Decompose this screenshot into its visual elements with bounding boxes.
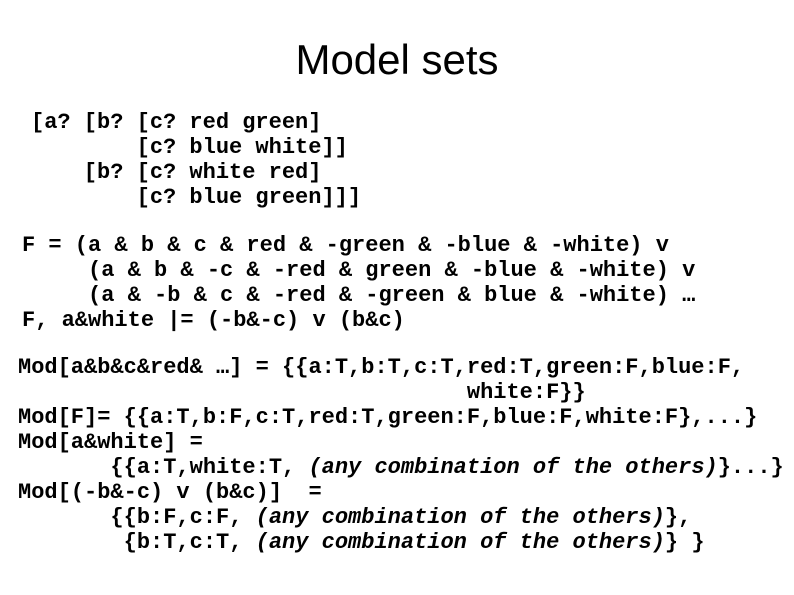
- code-line: {{b:F,c:F, (any combination of the other…: [18, 505, 784, 530]
- model-tree-block: [a? [b? [c? red green] [c? blue white]] …: [31, 110, 361, 210]
- code-text: [c? blue white]]: [31, 135, 348, 160]
- formula-block: F = (a & b & c & red & -green & -blue & …: [22, 233, 695, 333]
- code-line: Mod[F]= {{a:T,b:F,c:T,red:T,green:F,blue…: [18, 405, 784, 430]
- code-text: F, a&white |= (-b&-c) v (b&c): [22, 308, 405, 333]
- code-line: [c? blue white]]: [31, 135, 361, 160]
- code-line: Mod[(-b&-c) v (b&c)] =: [18, 480, 784, 505]
- code-line: [c? blue green]]]: [31, 185, 361, 210]
- code-text: white:F}}: [18, 380, 586, 405]
- code-line: (a & b & -c & -red & green & -blue & -wh…: [22, 258, 695, 283]
- code-line: F = (a & b & c & red & -green & -blue & …: [22, 233, 695, 258]
- code-line: {b:T,c:T, (any combination of the others…: [18, 530, 784, 555]
- italic-note: (any combination of the others): [255, 530, 665, 555]
- code-line: Mod[a&white] =: [18, 430, 784, 455]
- code-text: [a? [b? [c? red green]: [31, 110, 322, 135]
- code-text: Mod[a&b&c&red& …] = {{a:T,b:T,c:T,red:T,…: [18, 355, 745, 380]
- code-line: Mod[a&b&c&red& …] = {{a:T,b:T,c:T,red:T,…: [18, 355, 784, 380]
- italic-note: (any combination of the others): [255, 505, 665, 530]
- code-line: [a? [b? [c? red green]: [31, 110, 361, 135]
- code-text: } }: [664, 530, 705, 555]
- code-line: {{a:T,white:T, (any combination of the o…: [18, 455, 784, 480]
- italic-note: (any combination of the others): [308, 455, 718, 480]
- code-text: Mod[(-b&-c) v (b&c)] =: [18, 480, 322, 505]
- code-text: {{b:F,c:F,: [18, 505, 256, 530]
- code-line: F, a&white |= (-b&-c) v (b&c): [22, 308, 695, 333]
- code-line: (a & -b & c & -red & -green & blue & -wh…: [22, 283, 695, 308]
- code-line: white:F}}: [18, 380, 784, 405]
- code-text: {{a:T,white:T,: [18, 455, 309, 480]
- code-text: Mod[a&white] =: [18, 430, 203, 455]
- code-text: [b? [c? white red]: [31, 160, 322, 185]
- code-text: },: [664, 505, 692, 530]
- code-text: }...}: [717, 455, 784, 480]
- code-text: (a & b & -c & -red & green & -blue & -wh…: [22, 258, 696, 283]
- code-text: (a & -b & c & -red & -green & blue & -wh…: [22, 283, 696, 308]
- code-text: [c? blue green]]]: [31, 185, 362, 210]
- code-text: Mod[F]= {{a:T,b:F,c:T,red:T,green:F,blue…: [18, 405, 758, 430]
- model-sets-block: Mod[a&b&c&red& …] = {{a:T,b:T,c:T,red:T,…: [18, 355, 784, 555]
- code-text: {b:T,c:T,: [18, 530, 256, 555]
- code-text: F = (a & b & c & red & -green & -blue & …: [22, 233, 669, 258]
- code-line: [b? [c? white red]: [31, 160, 361, 185]
- slide-title: Model sets: [295, 36, 499, 83]
